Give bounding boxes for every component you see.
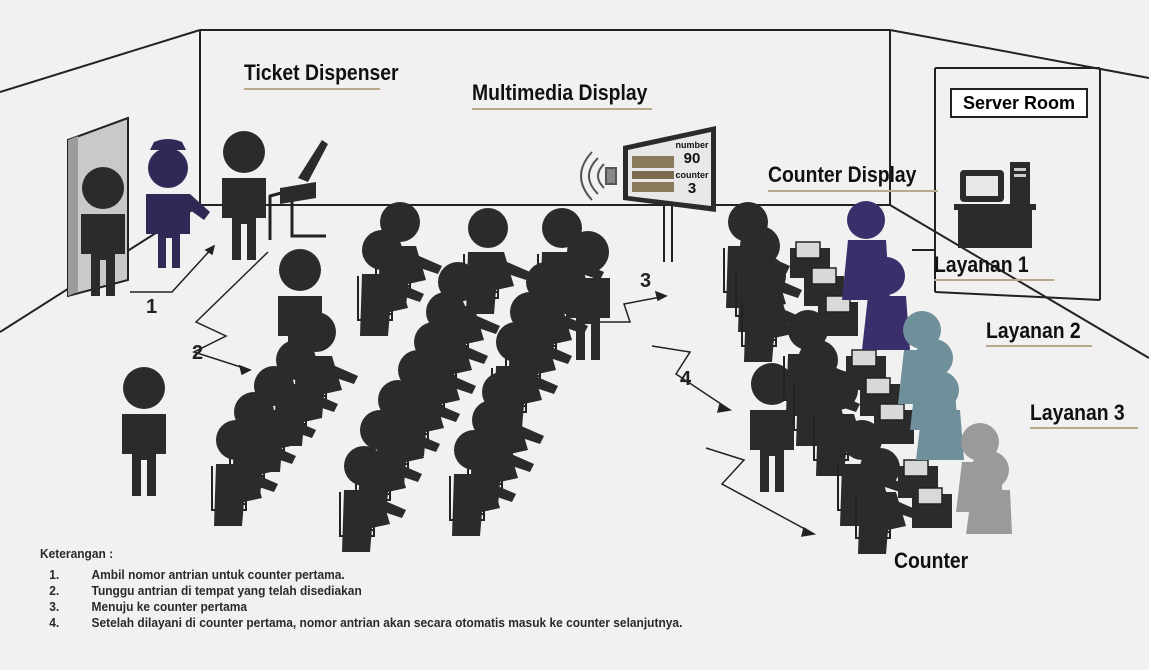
legend-item-text: Menuju ke counter pertama — [91, 599, 248, 614]
step-3-marker: 3 — [640, 270, 652, 292]
legend-item-number: 4. — [49, 615, 60, 630]
ticket-user-figure — [222, 131, 266, 260]
staff-layanan-3 — [956, 423, 1012, 534]
layanan-2-label: Layanan 2 — [986, 318, 1081, 343]
layanan-1-underline — [934, 279, 1054, 281]
legend-item-text: Setelah dilayani di counter pertama, nom… — [91, 615, 683, 630]
multimedia-display-underline — [472, 108, 652, 110]
server-equipment — [954, 162, 1036, 248]
legend: Keterangan : 1. Ambil nomor antrian untu… — [40, 546, 682, 631]
legend-item: 4. Setelah dilayani di counter pertama, … — [40, 615, 682, 631]
step-1-marker: 1 — [146, 296, 158, 318]
display-counter-value: 3 — [687, 180, 697, 197]
ticket-dispenser-machine — [268, 140, 328, 240]
legend-item-text: Ambil nomor antrian untuk counter pertam… — [91, 567, 345, 582]
legend-item: 1. Ambil nomor antrian untuk counter per… — [40, 567, 682, 583]
legend-item-text: Tunggu antrian di tempat yang telah dise… — [91, 583, 362, 598]
legend-item-number: 3. — [49, 599, 60, 614]
counter-monitors — [795, 241, 943, 505]
legend-item-number: 2. — [49, 583, 60, 598]
standing-person-figure — [122, 367, 166, 496]
legend-item: 3. Menuju ke counter pertama — [40, 599, 682, 615]
step-4-marker: 4 — [680, 368, 692, 390]
display-counter-label: counter — [675, 170, 709, 180]
ticket-dispenser-underline — [244, 88, 380, 90]
counter-label: Counter — [894, 548, 969, 573]
walking-to-counter-figure — [566, 231, 610, 360]
server-room-label: Server Room — [950, 88, 1088, 118]
counter-display-underline — [768, 190, 938, 192]
waiting-area — [212, 202, 604, 552]
counter-display-label: Counter Display — [768, 162, 917, 187]
display-number-value: 90 — [683, 150, 701, 167]
legend-item-number: 1. — [49, 567, 60, 582]
display-number-label: number — [675, 140, 709, 150]
layanan-3-underline — [1030, 427, 1138, 429]
speaker-icon — [580, 151, 617, 201]
legend-item: 2. Tunggu antrian di tempat yang telah d… — [40, 583, 682, 599]
guard-figure — [146, 139, 210, 268]
step-2-marker: 2 — [192, 342, 204, 364]
staff-layanan-2 — [898, 311, 964, 460]
staff-layanan-1 — [842, 201, 910, 350]
multimedia-display-label: Multimedia Display — [472, 80, 648, 105]
ticket-dispenser-label: Ticket Dispenser — [244, 60, 399, 85]
layanan-3-label: Layanan 3 — [1030, 400, 1125, 425]
flow-arrows — [130, 244, 817, 537]
layanan-1-label: Layanan 1 — [934, 252, 1029, 277]
layanan-2-underline — [986, 345, 1092, 347]
legend-title: Keterangan : — [40, 546, 114, 561]
multimedia-display-board — [623, 126, 716, 262]
